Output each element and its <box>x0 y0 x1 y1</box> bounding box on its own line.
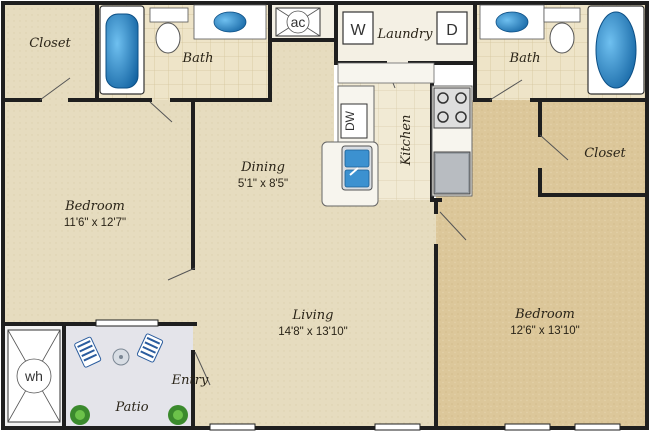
dining-label: Dining <box>240 160 285 175</box>
closet-right-floor <box>540 100 645 195</box>
water-heater <box>7 329 61 423</box>
living-label: Living <box>292 308 334 323</box>
bedroom-left-dims: 11'6" x 12'7" <box>64 217 126 229</box>
living-dims: 14'8" x 13'10" <box>278 326 347 338</box>
bedroom-left-label: Bedroom <box>64 199 125 214</box>
bedroom-right-label: Bedroom <box>514 307 575 322</box>
patio-furniture <box>70 333 188 425</box>
bedroom-right-dims: 12'6" x 13'10" <box>510 325 579 337</box>
dryer-label: D <box>446 22 458 39</box>
windows <box>95 319 621 431</box>
patio-label: Patio <box>114 400 148 415</box>
ac-label: ac <box>291 14 306 30</box>
water-heater-label: wh <box>24 368 43 384</box>
closet-left-label: Closet <box>29 36 71 51</box>
dining-dims: 5'1" x 8'5" <box>238 178 288 190</box>
entry-label: Entry <box>171 373 209 388</box>
bath-left-fixtures <box>99 4 267 95</box>
bedroom-left-floor <box>5 100 193 322</box>
closet-right-label: Closet <box>584 146 626 161</box>
room-labels: Closet Bath Laundry Bath Closet Dining 5… <box>29 27 626 415</box>
kitchen-label: Kitchen <box>399 115 414 167</box>
bath-right-label: Bath <box>509 51 541 66</box>
dishwasher-label: DW <box>343 110 357 131</box>
fixture-labels: ac W D DW wh <box>24 14 458 384</box>
kitchen-sink <box>341 145 373 191</box>
washer-label: W <box>350 22 366 39</box>
bath-right-fixtures <box>479 4 645 95</box>
washer-dryer <box>342 11 468 45</box>
dishwasher <box>340 103 368 139</box>
stove <box>433 87 471 129</box>
living-dining-floor <box>193 40 436 426</box>
closet-left-floor <box>5 5 95 100</box>
ac-unit <box>275 7 321 37</box>
refrigerator <box>433 151 471 195</box>
bath-left-label: Bath <box>182 51 214 66</box>
laundry-label: Laundry <box>376 27 433 42</box>
